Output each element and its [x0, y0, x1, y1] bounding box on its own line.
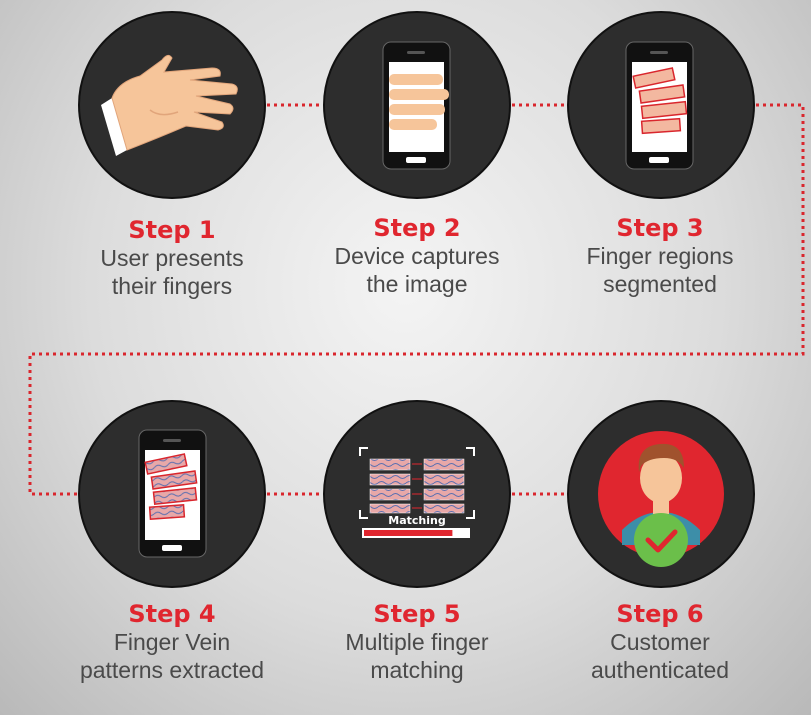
connector-lines [28, 103, 805, 496]
step-5-caption: Step 5 Multiple finger matching [297, 600, 537, 684]
step-1-caption: Step 1 User presents their fingers [52, 216, 292, 300]
step-1-title: Step 1 [128, 216, 216, 244]
check-badge [634, 513, 688, 567]
step-4-description: Finger Vein patterns extracted [79, 629, 265, 683]
step-3-caption: Step 3 Finger regions segmented [540, 214, 780, 298]
step-4-title: Step 4 [128, 600, 216, 628]
phone-segmented-icon [625, 41, 694, 170]
step-2-title: Step 2 [373, 214, 461, 242]
step-6-caption: Step 6 Customer authenticated [540, 600, 780, 684]
step-4-caption: Step 4 Finger Vein patterns extracted [52, 600, 292, 684]
step-6-description: Customer authenticated [590, 629, 730, 683]
authenticated-user-icon [598, 431, 724, 567]
matching-label: Matching [388, 514, 445, 527]
check-icon [645, 529, 678, 553]
step-2-caption: Step 2 Device captures the image [297, 214, 537, 298]
step-5-title: Step 5 [373, 600, 461, 628]
step-3-title: Step 3 [616, 214, 704, 242]
step-2-description: Device captures the image [334, 243, 500, 297]
hand-icon [101, 54, 238, 156]
step-1-description: User presents their fingers [100, 245, 244, 299]
phone-vein-icon [138, 429, 207, 558]
matching-icon: Matching [359, 447, 475, 538]
step-3-description: Finger regions segmented [586, 243, 734, 297]
matching-progress-fill [364, 530, 453, 536]
step-5-description: Multiple finger matching [345, 629, 489, 683]
phone-capture-icon [382, 41, 451, 170]
step-6-title: Step 6 [616, 600, 704, 628]
